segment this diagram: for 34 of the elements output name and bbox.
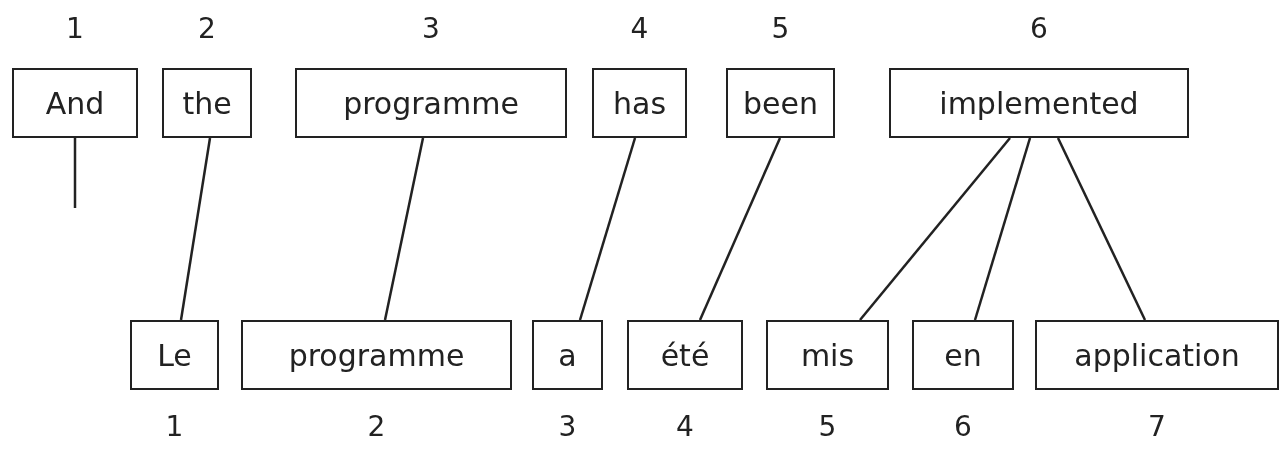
word: And [45, 85, 105, 121]
position-number: 5 [817, 410, 838, 443]
word: programme [343, 85, 519, 121]
word: été [660, 337, 710, 373]
position-number: 3 [557, 410, 578, 443]
position-number: 3 [421, 12, 441, 45]
position-number: 6 [1029, 12, 1049, 45]
word: has [613, 85, 666, 121]
word: been [743, 85, 818, 121]
position-number: 6 [953, 410, 973, 443]
alignment-line [578, 137, 637, 321]
alignment-line [859, 137, 1011, 321]
word: en [944, 337, 982, 373]
word: programme [288, 337, 465, 373]
position-number: 1 [164, 410, 185, 443]
alignment-line [973, 137, 1032, 321]
position-number: 5 [770, 12, 791, 45]
position-number: 4 [675, 410, 695, 443]
position-number: 2 [366, 410, 387, 443]
position-number: 1 [65, 12, 85, 45]
alignment-line [73, 138, 77, 208]
word: a [558, 337, 577, 373]
alignment-line [698, 137, 782, 321]
alignment-line [383, 137, 425, 321]
alignment-line [179, 137, 212, 321]
position-number: 2 [197, 12, 217, 45]
word: mis [800, 337, 855, 373]
word: application [1074, 337, 1240, 373]
position-number: 4 [629, 12, 650, 45]
position-number: 7 [1147, 410, 1167, 443]
word: Le [157, 337, 192, 373]
alignment-line [1056, 137, 1147, 321]
word: the [182, 85, 232, 121]
word: implemented [939, 85, 1139, 121]
